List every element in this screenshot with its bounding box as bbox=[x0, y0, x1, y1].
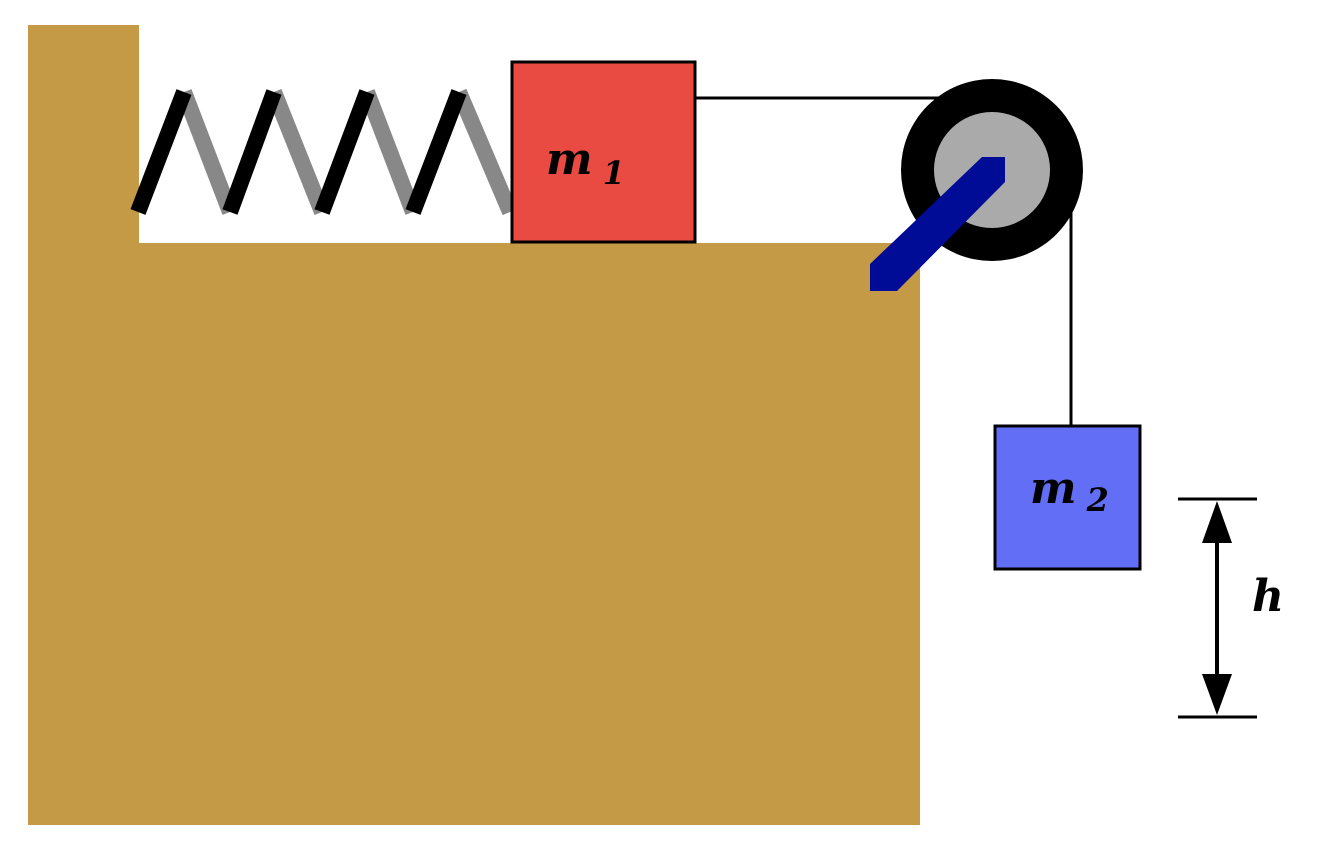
mass-2-symbol: m bbox=[1030, 463, 1077, 514]
mass-1-block: m 1 bbox=[510, 60, 697, 244]
mass-2-block: m 2 bbox=[993, 424, 1142, 571]
spring bbox=[130, 88, 518, 216]
spring-front-coils bbox=[130, 89, 467, 215]
height-label: h bbox=[1252, 571, 1284, 622]
mass-1-symbol: m bbox=[546, 134, 593, 185]
table-block bbox=[28, 243, 920, 825]
svg-text:m 1: m 1 bbox=[546, 134, 625, 192]
pulley-bracket bbox=[870, 157, 1005, 291]
pulley bbox=[870, 79, 1083, 291]
wall-post bbox=[28, 25, 139, 245]
mass-2-subscript: 2 bbox=[1086, 481, 1109, 519]
height-dimension: h bbox=[1178, 497, 1284, 719]
svg-text:m 2: m 2 bbox=[1030, 463, 1109, 519]
arrow-down-icon bbox=[1202, 674, 1232, 715]
arrow-up-icon bbox=[1202, 501, 1232, 543]
spring-back-coils bbox=[176, 88, 518, 216]
mass-1-subscript: 1 bbox=[603, 154, 625, 192]
